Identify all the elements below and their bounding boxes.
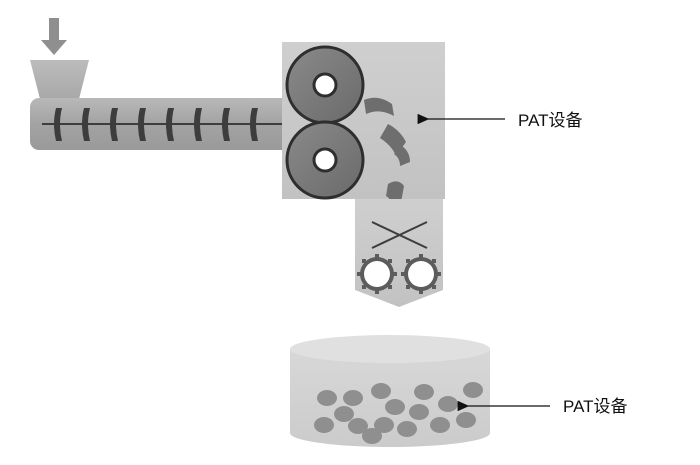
pellet bbox=[385, 399, 405, 415]
pellet bbox=[430, 417, 450, 433]
hopper bbox=[30, 60, 89, 99]
calender-roller-bottom bbox=[285, 120, 365, 200]
pat-device-label-bottom: PAT设备 bbox=[563, 397, 628, 416]
screw-flight bbox=[138, 108, 146, 141]
pat-device-label-top: PAT设备 bbox=[518, 111, 583, 130]
screw-flights bbox=[54, 108, 258, 141]
pellet bbox=[334, 406, 354, 422]
pellet bbox=[414, 384, 434, 400]
pellet bbox=[456, 412, 476, 428]
screw-flight bbox=[82, 108, 90, 141]
screw-flight bbox=[250, 108, 258, 141]
gear-icon bbox=[357, 254, 397, 294]
screw-flight bbox=[194, 108, 202, 141]
screw-flight bbox=[54, 108, 62, 141]
calender-roller-top bbox=[285, 45, 365, 125]
pellet bbox=[371, 383, 391, 399]
pellet bbox=[317, 390, 337, 406]
pellet bbox=[348, 418, 368, 434]
pellet bbox=[362, 428, 382, 444]
pellet bbox=[343, 390, 363, 406]
pellet bbox=[374, 417, 394, 433]
feed-arrow-icon bbox=[41, 18, 67, 55]
pellet bbox=[463, 382, 483, 398]
pelletizer-chute bbox=[355, 199, 443, 307]
screw-flight bbox=[222, 108, 230, 141]
strand-segment bbox=[380, 124, 406, 156]
cutter-blades bbox=[371, 221, 428, 249]
strand-segment bbox=[394, 146, 410, 166]
strand-segment bbox=[364, 97, 394, 116]
pellet bbox=[397, 421, 417, 437]
screw-flight bbox=[110, 108, 118, 141]
pellet bbox=[409, 404, 429, 420]
pellet bbox=[314, 417, 334, 433]
gear-icon bbox=[401, 254, 441, 294]
pellet bbox=[438, 396, 458, 412]
pellets bbox=[314, 382, 483, 444]
screw-flight bbox=[166, 108, 174, 141]
